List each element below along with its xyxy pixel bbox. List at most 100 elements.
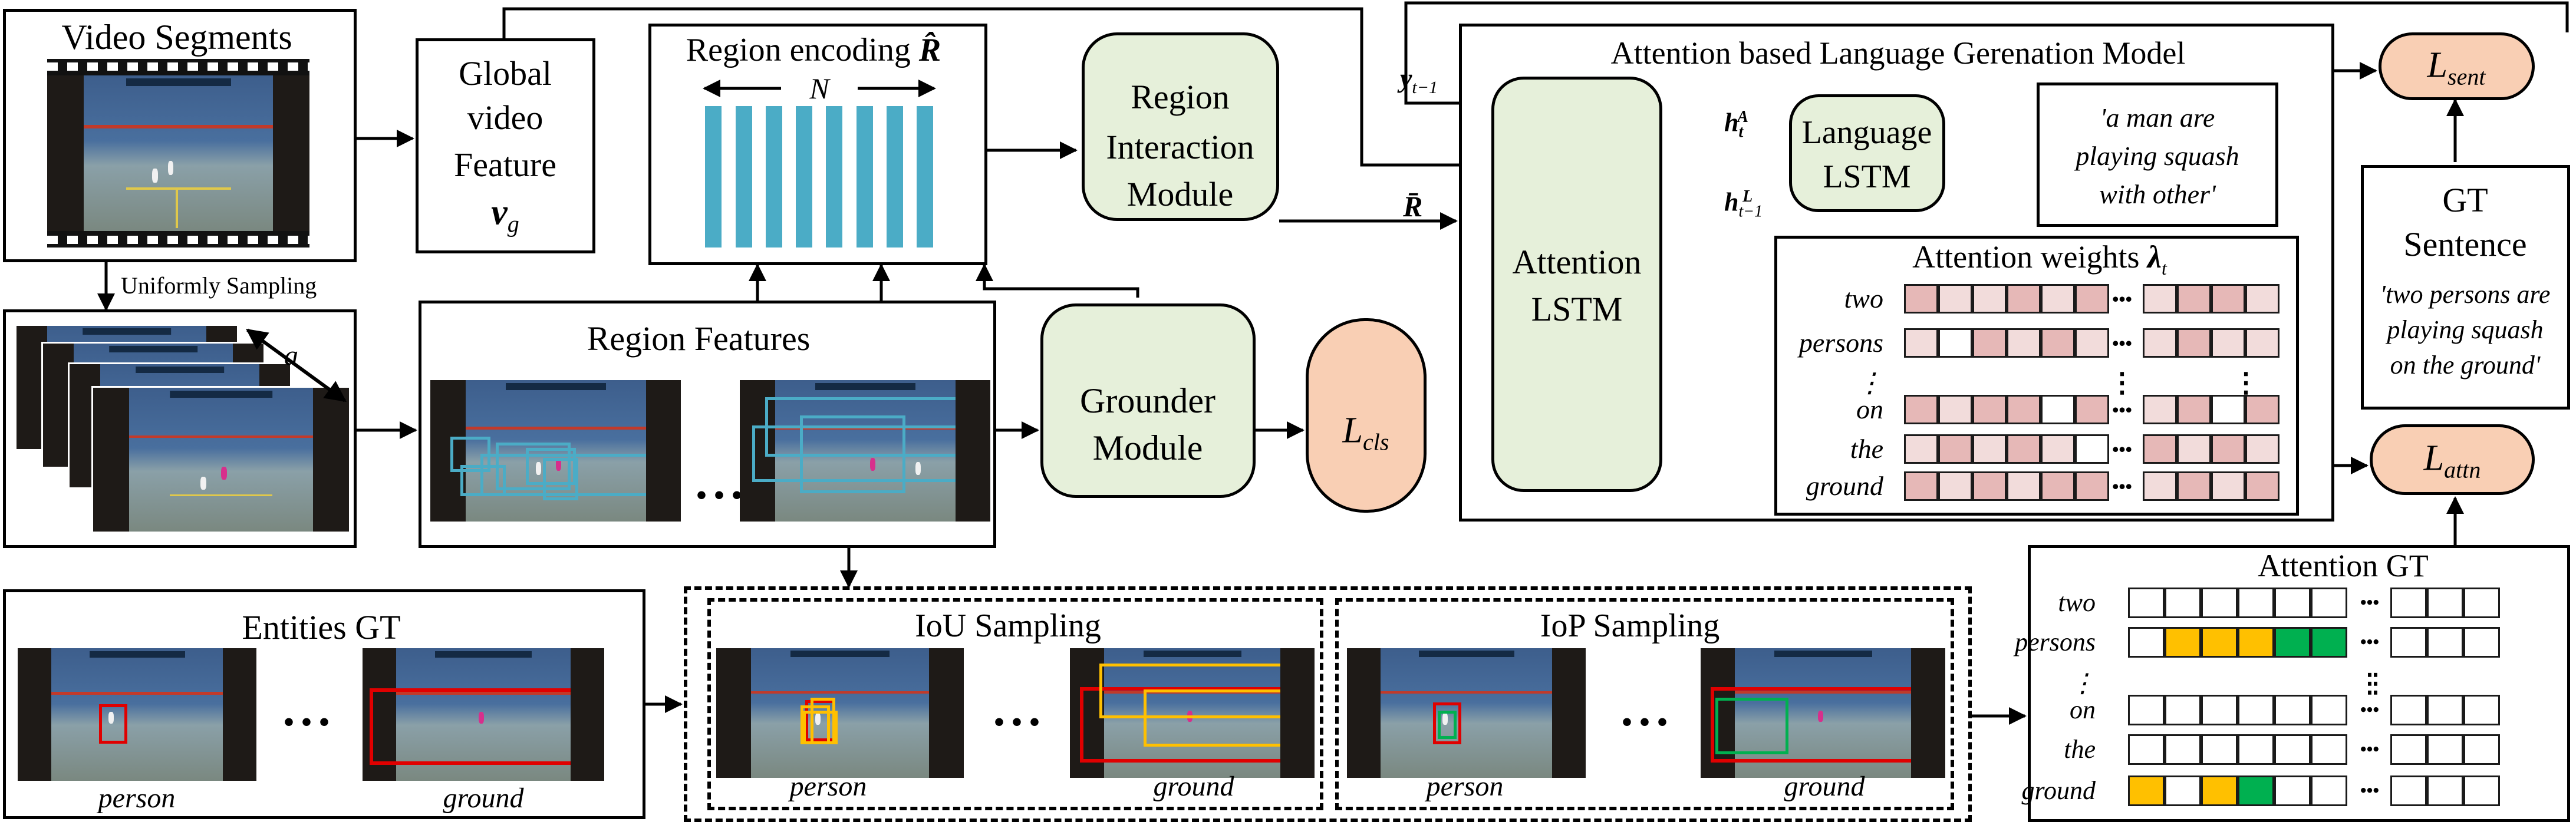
grid-cell bbox=[2007, 328, 2041, 358]
grid-cell bbox=[2177, 328, 2211, 358]
grid-cell bbox=[2463, 627, 2500, 658]
grid-cell bbox=[2128, 734, 2165, 765]
grid-cell bbox=[2274, 734, 2311, 765]
grid-cell bbox=[2238, 776, 2274, 806]
region-encoding-bar bbox=[826, 106, 843, 248]
grid-hdots: ••• bbox=[2360, 780, 2380, 801]
grid-cell bbox=[2463, 588, 2500, 618]
grid-cell bbox=[2128, 588, 2165, 618]
entities-ground-label: ground bbox=[443, 783, 524, 814]
grid-cell bbox=[2390, 695, 2427, 725]
grid-cell bbox=[2007, 395, 2041, 424]
iou-frame-ground bbox=[1070, 648, 1315, 778]
grid-cell bbox=[2143, 395, 2177, 424]
grid-cell bbox=[2143, 434, 2177, 464]
iou-ellipsis: • • • bbox=[994, 705, 1040, 738]
iou-sampling-title: IoU Sampling bbox=[915, 608, 1101, 644]
grid-cell bbox=[2165, 734, 2201, 765]
region-encoding-bar bbox=[796, 106, 813, 248]
grid-vdots: ⋮ bbox=[1856, 368, 1883, 398]
region-features-ellipsis: • • • bbox=[696, 478, 742, 512]
grid-word-label: ground bbox=[2021, 776, 2096, 805]
grid-cell bbox=[2427, 734, 2463, 765]
grid-cell bbox=[2143, 328, 2177, 358]
grid-hdots: ••• bbox=[2360, 632, 2380, 652]
grid-cell bbox=[1904, 434, 1938, 464]
entities-person-label: person bbox=[98, 783, 176, 814]
grid-cell bbox=[2075, 395, 2109, 424]
grid-cell bbox=[2245, 471, 2279, 501]
gt-sentence-box bbox=[2361, 165, 2570, 410]
loss-sent-label: Lsent bbox=[2427, 45, 2486, 90]
language-model-title: Attention based Language Gerenation Mode… bbox=[1610, 35, 2186, 71]
grid-cell bbox=[2143, 471, 2177, 501]
sampled-frame-4 bbox=[91, 386, 351, 533]
grid-word-label: on bbox=[2070, 695, 2096, 724]
entities-gt-title: Entities GT bbox=[242, 608, 401, 646]
global-feature-line2: video bbox=[467, 98, 543, 137]
film-strip-holes-top bbox=[47, 62, 309, 71]
global-feature-box bbox=[416, 38, 595, 253]
grid-cell bbox=[2211, 434, 2245, 464]
grid-cell bbox=[2390, 734, 2427, 765]
iop-sampling-title: IoP Sampling bbox=[1540, 608, 1720, 644]
grid-hdots: ••• bbox=[2112, 398, 2132, 420]
r-bar-label: R̄ bbox=[1403, 190, 1423, 223]
grid-hdots: ••• bbox=[2112, 475, 2132, 497]
loss-attn-label: Lattn bbox=[2423, 438, 2481, 483]
grid-cell bbox=[2201, 588, 2238, 618]
iou-person-label: person bbox=[789, 771, 867, 802]
grid-cell bbox=[2041, 434, 2075, 464]
sampling-gap-arrow bbox=[246, 328, 347, 402]
iop-ground-label: ground bbox=[1784, 771, 1865, 802]
global-feature-line3: Feature bbox=[454, 146, 556, 184]
region-encoding-bar bbox=[886, 106, 903, 248]
region-interaction-line3: Module bbox=[1126, 175, 1234, 213]
grid-vdots-symbol: ⋮ bbox=[2363, 669, 2389, 698]
h-attn-label: htA bbox=[1724, 108, 1748, 141]
uniform-sampling-label: Uniformly Sampling bbox=[121, 272, 317, 299]
grid-cell bbox=[2274, 695, 2311, 725]
grid-cell bbox=[2211, 284, 2245, 314]
grid-word-label: two bbox=[2058, 588, 2096, 617]
grid-cell bbox=[2201, 734, 2238, 765]
video-frame-image bbox=[47, 75, 309, 231]
grid-cell bbox=[2041, 471, 2075, 501]
grid-hdots: ••• bbox=[2360, 699, 2380, 720]
film-strip bbox=[47, 59, 309, 248]
grid-cell bbox=[2128, 627, 2165, 658]
language-lstm-line2: LSTM bbox=[1823, 159, 1911, 195]
loss-cls-label: Lcls bbox=[1342, 410, 1389, 456]
grid-cell bbox=[2238, 588, 2274, 618]
grid-cell bbox=[1904, 284, 1938, 314]
grid-cell bbox=[2177, 471, 2211, 501]
grid-word-label: two bbox=[1844, 283, 1883, 314]
grid-vdots: ⋮ bbox=[2070, 669, 2096, 698]
region-encoding-bar bbox=[917, 106, 934, 248]
grid-vdots-symbol: ⋮ bbox=[2232, 368, 2259, 398]
grid-word-label: on bbox=[1856, 394, 1883, 424]
grid-cell bbox=[2075, 434, 2109, 464]
grid-cell bbox=[2211, 471, 2245, 501]
grid-cell bbox=[2311, 695, 2347, 725]
grid-cell bbox=[2311, 776, 2347, 806]
global-feature-line1: Global bbox=[459, 54, 552, 93]
grid-cell bbox=[1904, 395, 1938, 424]
grid-word-label: persons bbox=[2015, 628, 2096, 656]
grid-cell bbox=[2274, 776, 2311, 806]
grid-cell bbox=[2201, 695, 2238, 725]
grid-cell bbox=[1938, 328, 1972, 358]
loss-cls bbox=[1306, 318, 1427, 513]
grid-cell bbox=[2128, 776, 2165, 806]
region-frame-right bbox=[740, 380, 990, 522]
arrow-grounder-to-encoding bbox=[976, 263, 1139, 298]
region-encoding-bar bbox=[705, 106, 722, 248]
grid-cell bbox=[2211, 328, 2245, 358]
grid-cell bbox=[2311, 627, 2347, 658]
grid-cell bbox=[2390, 588, 2427, 618]
grid-cell bbox=[1972, 328, 2007, 358]
iop-frame-ground bbox=[1701, 648, 1945, 778]
grounder-line1: Grounder bbox=[1080, 381, 1215, 420]
grid-cell bbox=[2238, 695, 2274, 725]
